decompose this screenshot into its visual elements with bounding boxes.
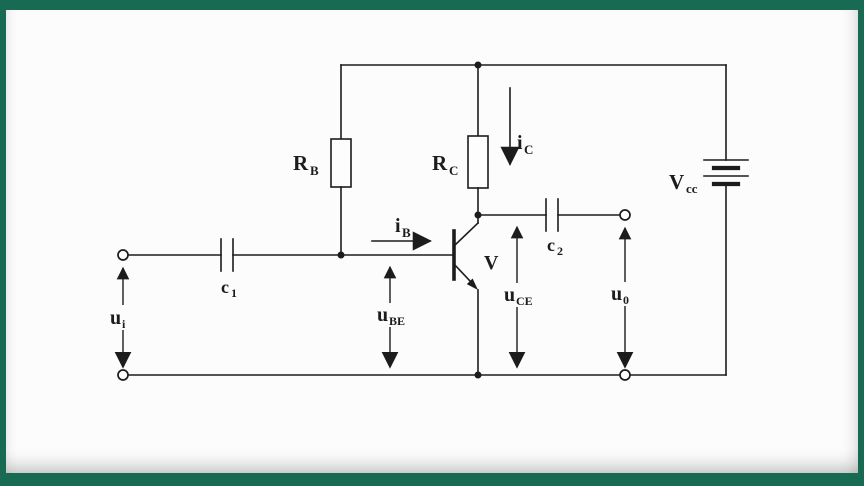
rc-label-subscript: C — [449, 163, 458, 178]
input-terminal-top — [117, 249, 129, 261]
junction-dot-collector — [474, 211, 482, 219]
rb-label: R — [293, 151, 309, 175]
c2-label: c — [547, 235, 555, 255]
output-terminal-top — [619, 209, 631, 221]
rb-resistor-body — [330, 138, 352, 188]
rb-label-subscript: B — [310, 163, 319, 178]
junction-dot-base — [337, 251, 345, 259]
output-terminal-bottom — [619, 369, 631, 381]
c2-label-subscript: 2 — [557, 244, 563, 258]
transistor-emitter-lead — [452, 262, 472, 283]
scanned-paper-background — [6, 10, 858, 473]
vcc-label: V — [669, 170, 684, 194]
transistor-collector-lead — [452, 221, 480, 248]
transistor-label: V — [484, 252, 499, 274]
input-terminal-bottom — [117, 369, 129, 381]
c1-label: c — [221, 277, 229, 297]
ui-label: u — [110, 307, 121, 329]
ic-label-subscript: C — [524, 142, 533, 157]
uo-label: u — [611, 283, 622, 305]
junction-dot-emitter — [474, 371, 482, 379]
uo-label-subscript: 0 — [623, 293, 629, 307]
ube-label-background — [370, 303, 414, 327]
vcc-label-subscript: cc — [686, 181, 698, 196]
ube-label: u — [377, 304, 388, 326]
junction-dot-top-rail — [474, 61, 482, 69]
c1-label-subscript: 1 — [231, 286, 237, 300]
ic-label: i — [517, 132, 523, 154]
ui-label-subscript: i — [122, 317, 126, 331]
uce-label-subscript: CE — [516, 294, 533, 308]
uce-label: u — [504, 284, 515, 306]
ib-label: i — [395, 215, 401, 237]
ib-label-subscript: B — [402, 225, 411, 240]
uo-label-background — [604, 282, 639, 306]
emitter-arrowhead — [466, 278, 478, 290]
rc-resistor-body — [467, 135, 489, 189]
ui-label-background — [104, 305, 135, 330]
uce-label-background — [497, 283, 541, 307]
ube-label-subscript: BE — [389, 314, 405, 328]
rc-label: R — [432, 151, 448, 175]
